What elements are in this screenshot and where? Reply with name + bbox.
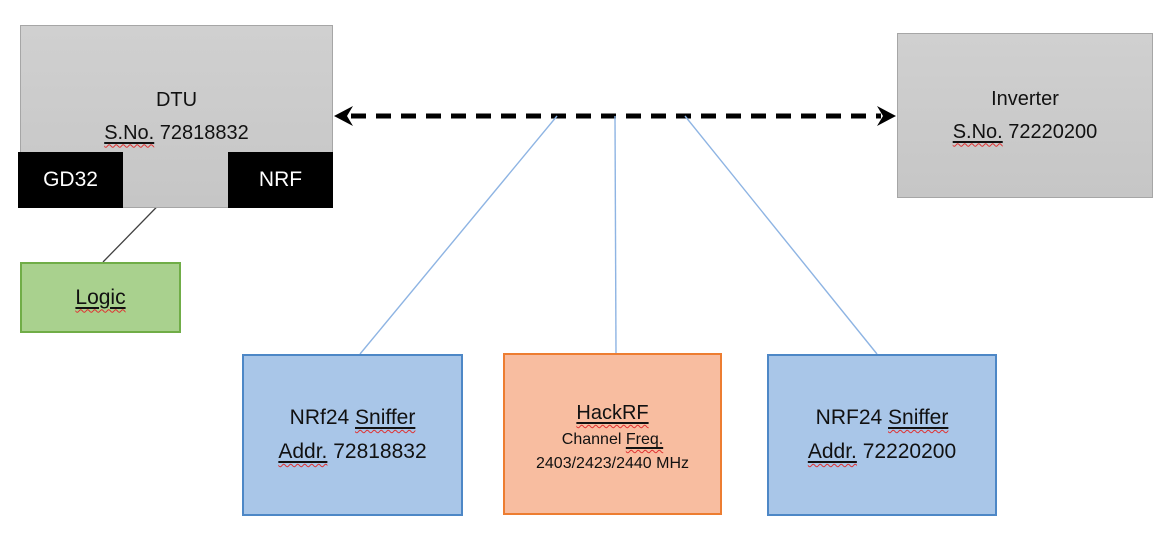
hackrf-frequencies: 2403/2423/2440 MHz [536, 455, 689, 472]
dtu-serial-label: S.No. [104, 121, 155, 144]
link-to-sniffer-right [684, 115, 878, 355]
sniffer-left-title: NRf24 Sniffer [289, 406, 416, 429]
inverter-serial: S.No. 72220200 [953, 116, 1098, 149]
sniffer-right-address: Addr. 72220200 [807, 440, 957, 463]
arrowhead-right-icon [877, 106, 896, 126]
sniffer-left-box: NRf24 Sniffer Addr. 72818832 [242, 354, 463, 516]
hackrf-box: HackRF Channel Freq. 2403/2423/2440 MHz [503, 353, 722, 515]
hackrf-channel-freq-label: Channel Freq. [561, 431, 664, 448]
dtu-inverter-dashed-link [334, 106, 896, 126]
gd32-label: GD32 [43, 168, 98, 191]
sniffer-left-address: Addr. 72818832 [278, 440, 427, 463]
gd32-box: GD32 [18, 152, 123, 208]
link-to-sniffer-left [359, 115, 558, 355]
logic-box: Logic [20, 262, 181, 333]
nrf-label: NRF [258, 168, 303, 191]
logic-label: Logic [75, 285, 126, 309]
inverter-box: Inverter S.No. 72220200 [897, 33, 1153, 198]
dtu-serial: S.No. 72818832 [104, 117, 249, 150]
dtu-title: DTU [155, 88, 198, 111]
nrf-box: NRF [228, 152, 333, 208]
link-to-hackrf [614, 115, 617, 354]
arrowhead-left-icon [334, 106, 353, 126]
inverter-title: Inverter [991, 87, 1059, 110]
inverter-serial-label: S.No. [952, 120, 1003, 143]
hackrf-title: HackRF [576, 402, 649, 424]
sniffer-right-box: NRF24 Sniffer Addr. 72220200 [767, 354, 997, 516]
dtu-serial-number: 72818832 [154, 121, 249, 144]
sniffer-right-title: NRF24 Sniffer [815, 406, 949, 429]
inverter-serial-number: 72220200 [1002, 120, 1098, 143]
